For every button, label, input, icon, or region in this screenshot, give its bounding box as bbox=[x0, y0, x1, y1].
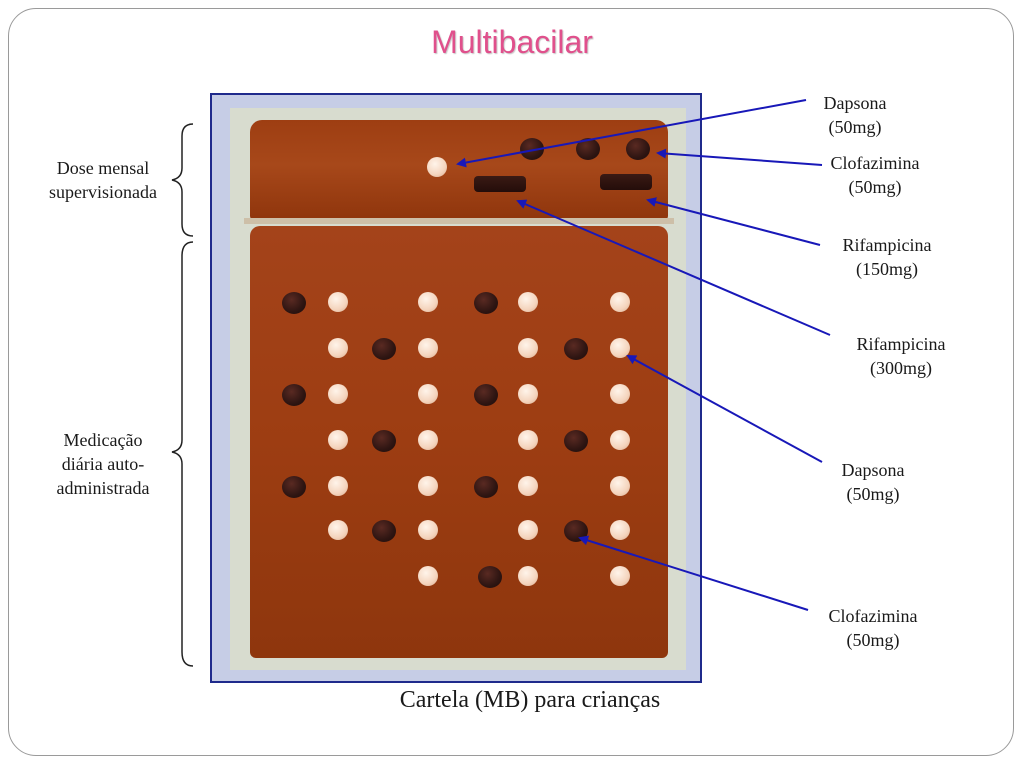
figure-caption: Cartela (MB) para crianças bbox=[399, 687, 661, 713]
slide-title: Multibacilar bbox=[431, 24, 593, 60]
daily-dapsona-pill bbox=[518, 566, 538, 586]
daily-dapsona-pill bbox=[328, 292, 348, 312]
daily-clofazimina-pill bbox=[474, 292, 498, 314]
daily-dapsona-pill bbox=[418, 566, 438, 586]
daily-clofazimina-pill bbox=[564, 338, 588, 360]
monthly-dapsona-pill bbox=[427, 157, 447, 177]
arrow-clofazimina-top bbox=[656, 148, 823, 166]
daily-dapsona-pill bbox=[518, 520, 538, 540]
daily-clofazimina-pill bbox=[372, 520, 396, 542]
monthly-clofazimina-pill bbox=[626, 138, 650, 160]
daily-dapsona-pill bbox=[518, 292, 538, 312]
daily-dapsona-pill bbox=[610, 338, 630, 358]
daily-dapsona-pill bbox=[610, 384, 630, 404]
blister-monthly-section bbox=[250, 120, 668, 220]
label-rifampicina-150: Rifampicina(150mg) bbox=[842, 235, 932, 279]
label-monthly-dose: Dose mensal supervisionada bbox=[49, 158, 157, 202]
label-clofazimina-daily: Clofazimina(50mg) bbox=[828, 606, 918, 650]
daily-dapsona-pill bbox=[610, 520, 630, 540]
arrow-dapsona-daily bbox=[626, 355, 823, 463]
monthly-clofazimina-pill bbox=[576, 138, 600, 160]
arrow-dapsona-top bbox=[456, 99, 807, 168]
daily-dapsona-pill bbox=[328, 384, 348, 404]
label-dapsona-top: Dapsona(50mg) bbox=[823, 93, 887, 137]
arrow-rifampicina-150 bbox=[646, 197, 821, 246]
daily-dapsona-pill bbox=[518, 338, 538, 358]
daily-dapsona-pill bbox=[418, 430, 438, 450]
daily-dapsona-pill bbox=[418, 338, 438, 358]
daily-dapsona-pill bbox=[328, 338, 348, 358]
daily-dapsona-pill bbox=[518, 384, 538, 404]
monthly-rifampicina-300-capsule bbox=[474, 176, 526, 192]
daily-clofazimina-pill bbox=[372, 430, 396, 452]
arrow-clofazimina-daily bbox=[578, 535, 809, 611]
daily-dapsona-pill bbox=[518, 476, 538, 496]
label-daily-medication: Medicação diária auto- administrada bbox=[56, 430, 150, 498]
monthly-rifampicina-150-capsule bbox=[600, 174, 652, 190]
daily-dapsona-pill bbox=[610, 292, 630, 312]
brace-daily bbox=[171, 241, 194, 667]
daily-dapsona-pill bbox=[518, 430, 538, 450]
daily-dapsona-pill bbox=[328, 430, 348, 450]
daily-dapsona-pill bbox=[610, 430, 630, 450]
daily-clofazimina-pill bbox=[564, 430, 588, 452]
daily-dapsona-pill bbox=[610, 476, 630, 496]
label-rifampicina-300: Rifampicina(300mg) bbox=[856, 334, 946, 378]
daily-dapsona-pill bbox=[418, 292, 438, 312]
daily-clofazimina-pill bbox=[478, 566, 502, 588]
daily-dapsona-pill bbox=[328, 476, 348, 496]
label-dapsona-daily: Dapsona(50mg) bbox=[841, 460, 905, 504]
arrow-rifampicina-300 bbox=[516, 199, 831, 336]
daily-clofazimina-pill bbox=[372, 338, 396, 360]
blister-daily-section bbox=[250, 226, 668, 658]
daily-clofazimina-pill bbox=[282, 292, 306, 314]
monthly-clofazimina-pill bbox=[520, 138, 544, 160]
daily-clofazimina-pill bbox=[282, 384, 306, 406]
daily-clofazimina-pill bbox=[282, 476, 306, 498]
daily-dapsona-pill bbox=[418, 476, 438, 496]
blister-perforation bbox=[244, 218, 674, 224]
daily-dapsona-pill bbox=[418, 520, 438, 540]
daily-dapsona-pill bbox=[610, 566, 630, 586]
label-clofazimina-top: Clofazimina(50mg) bbox=[830, 153, 920, 197]
daily-dapsona-pill bbox=[418, 384, 438, 404]
daily-clofazimina-pill bbox=[474, 384, 498, 406]
daily-clofazimina-pill bbox=[474, 476, 498, 498]
brace-monthly bbox=[171, 123, 194, 237]
daily-dapsona-pill bbox=[328, 520, 348, 540]
